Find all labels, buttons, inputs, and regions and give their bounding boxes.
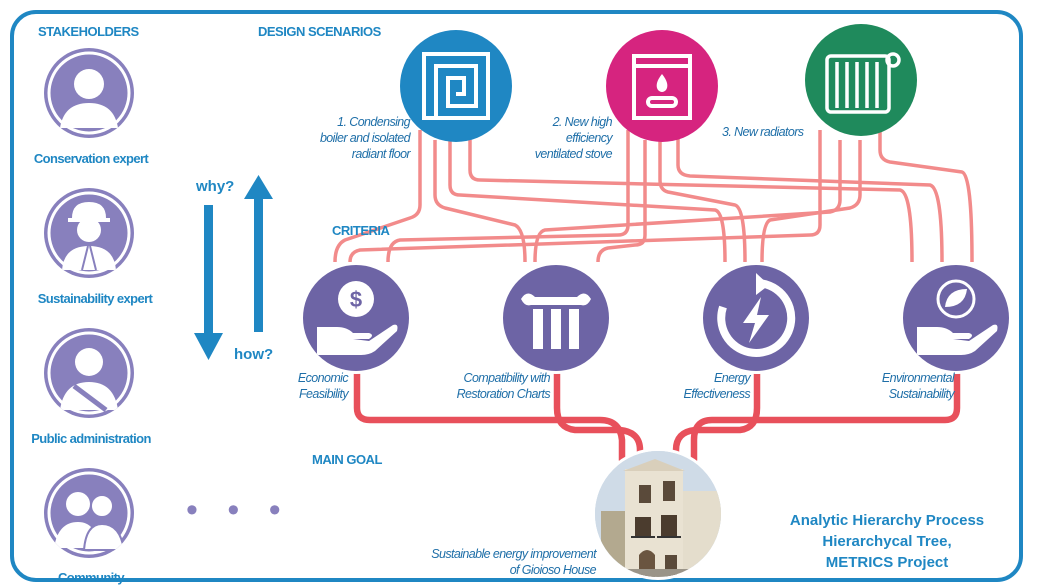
arrow-down-icon <box>194 205 223 360</box>
arrow-up-icon <box>244 175 273 332</box>
hardhat-worker-icon <box>47 191 131 275</box>
stakeholder-label-sustainability: Sustainability expert <box>37 291 153 306</box>
sustainability-expert-avatar <box>44 188 134 278</box>
link-s1-c1 <box>333 130 422 263</box>
link-s3-c1 <box>348 130 822 263</box>
link-s3-c3 <box>760 140 862 263</box>
house-photo <box>595 451 721 577</box>
link-s3-c4 <box>878 130 974 263</box>
stove-flame-icon <box>632 54 692 120</box>
community-avatar <box>44 468 134 558</box>
criterion-compatibility-node <box>500 262 612 374</box>
scenario-3-label: 3. New radiators <box>722 125 804 139</box>
stakeholders-header: STAKEHOLDERS <box>38 24 139 39</box>
diagram-frame <box>10 10 1023 582</box>
more-stakeholders-indicator: • • • <box>186 491 291 529</box>
column-icon <box>521 293 591 349</box>
stakeholder-label-community: Community <box>57 570 125 585</box>
link-s1-c3 <box>448 140 727 263</box>
scenario-3-node <box>805 24 917 136</box>
scenario-1-node <box>400 30 512 142</box>
radiant-floor-coil-icon <box>422 52 490 120</box>
criterion-economic-node: $ <box>300 262 412 374</box>
how-label: how? <box>234 346 274 363</box>
gioioso-house-photo <box>592 448 724 580</box>
criterion-energy-node <box>700 262 812 374</box>
svg-text:$: $ <box>350 287 362 312</box>
why-how-arrows <box>194 175 273 360</box>
main-goal-header: MAIN GOAL <box>312 452 382 467</box>
money-hand-icon: $ <box>317 281 398 355</box>
why-label: why? <box>196 178 235 195</box>
group-people-icon <box>47 471 131 555</box>
design-scenarios-header: DESIGN SCENARIOS <box>258 24 381 39</box>
link-s2-c4 <box>676 130 944 263</box>
scenario-2-node <box>606 30 718 142</box>
link-s1-c4 <box>468 130 914 263</box>
link-s2-c3 <box>658 140 747 263</box>
radiator-icon <box>825 52 901 114</box>
leaf-hand-icon <box>917 279 998 355</box>
goal-link-c4 <box>690 368 961 464</box>
person-icon <box>47 51 131 135</box>
goal-link-c2 <box>553 368 644 462</box>
link-s2-c2 <box>596 140 647 263</box>
public-administration-avatar <box>44 328 134 418</box>
lightning-cycle-icon <box>717 273 796 357</box>
conservation-expert-avatar <box>44 48 134 138</box>
official-sash-icon <box>47 331 131 415</box>
criterion-environmental-node <box>900 262 1012 374</box>
goal-link-c3 <box>672 368 761 462</box>
stakeholder-label-public-admin: Public administration <box>31 431 151 446</box>
diagram-title: Analytic Hierarchy Process Hierarchycal … <box>789 512 985 571</box>
criteria-header: CRITERIA <box>332 223 390 238</box>
stakeholder-label-conservation: Conservation expert <box>33 151 149 166</box>
